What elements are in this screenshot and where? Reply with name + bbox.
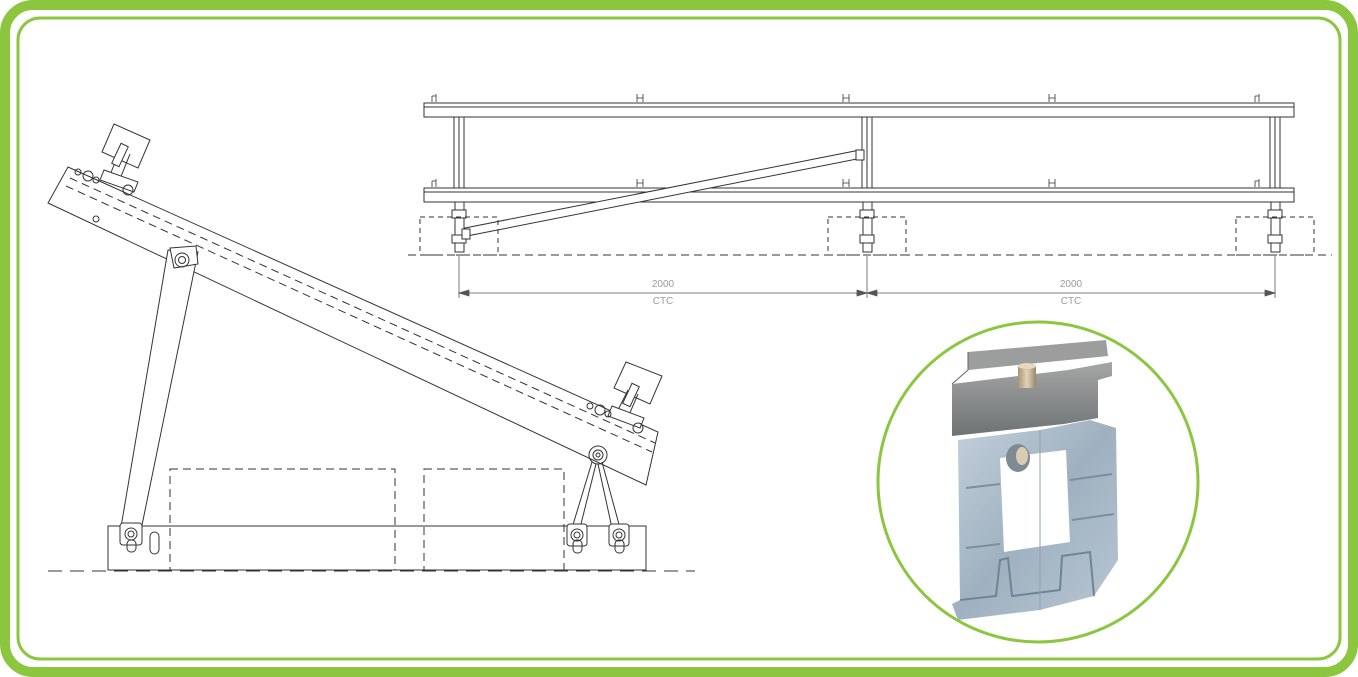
panel-clamp-upper xyxy=(74,123,151,196)
rail-clamps xyxy=(431,94,1260,187)
clamp-detail-photo xyxy=(876,320,1200,644)
bolt xyxy=(1018,366,1036,388)
post-right xyxy=(1267,116,1283,253)
dimension-note-1: CTC xyxy=(652,296,674,307)
post-middle xyxy=(859,116,875,253)
dimension-value-1: 2000 xyxy=(651,279,675,290)
clamp-plate xyxy=(952,362,1112,436)
ballast-left xyxy=(419,216,499,256)
ballast-right xyxy=(1235,216,1315,256)
dimension-lines xyxy=(457,256,1277,298)
panel-clamp-lower xyxy=(586,361,663,434)
dimension-value-2: 2000 xyxy=(1059,279,1083,290)
rear-leg xyxy=(120,249,199,531)
post-left xyxy=(451,116,467,253)
ballast-block-2 xyxy=(423,468,565,571)
top-rail xyxy=(423,102,1295,118)
bottom-rail xyxy=(423,187,1295,203)
front-view-drawing xyxy=(408,94,1332,256)
side-view-drawing xyxy=(47,123,695,572)
dimension-note-2: CTC xyxy=(1060,296,1082,307)
inclined-rail xyxy=(47,166,659,486)
base-rail xyxy=(107,525,647,571)
ballast-block-1 xyxy=(169,468,396,571)
